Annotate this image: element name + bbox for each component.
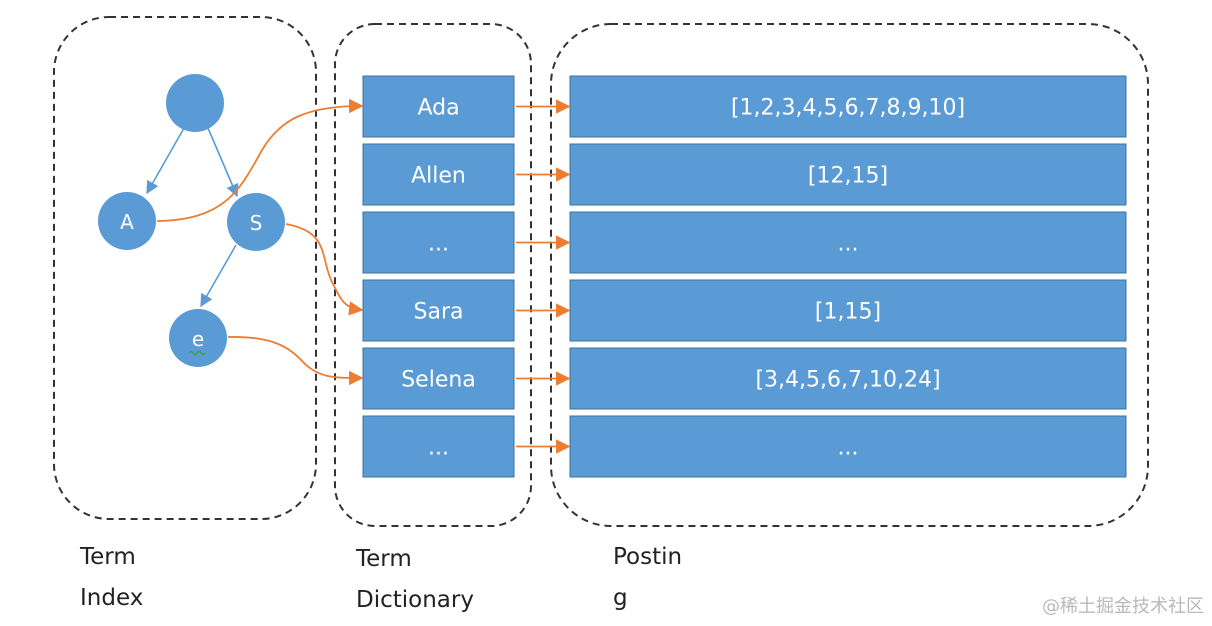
posting-list-box: [1,2,3,4,5,6,7,8,9,10] (569, 75, 1127, 138)
dictionary-term-box: Ada (362, 75, 515, 138)
posting-list-rect (569, 143, 1127, 206)
tree-node-root (166, 74, 224, 132)
posting-list-label: [3,4,5,6,7,10,24] (755, 368, 940, 393)
tree-edge-s-e (200, 244, 237, 308)
dictionary-term-label: ... (428, 436, 449, 461)
term-index-caption: Term Index (80, 537, 143, 619)
posting-list-rect (569, 211, 1127, 274)
term-index-caption-line2: Index (80, 585, 144, 611)
dictionary-term-label: ... (428, 232, 449, 257)
dictionary-term-rect (362, 415, 515, 478)
posting-list-label: [12,15] (808, 164, 888, 189)
posting-list-box: [3,4,5,6,7,10,24] (569, 347, 1127, 410)
posting-list-box: [12,15] (569, 143, 1127, 206)
dictionary-term-rect (362, 211, 515, 274)
dictionary-term-rect (362, 75, 515, 138)
posting-list-rect (569, 347, 1127, 410)
posting-list-label: ... (838, 232, 859, 257)
tree-node-s-label: S (250, 211, 263, 235)
tree-node-e-label: e (192, 327, 204, 351)
dictionary-term-box: ... (362, 415, 515, 478)
dictionary-term-rect (362, 347, 515, 410)
term-index-caption-line1: Term (80, 544, 136, 570)
dictionary-term-label: Ada (417, 96, 459, 121)
posting-list-rect (569, 75, 1127, 138)
dictionary-term-label: Selena (401, 368, 476, 393)
tree-node-s: S (227, 193, 285, 251)
watermark: @稀土掘金技术社区 (1042, 596, 1204, 617)
link-a-to-ada (156, 98, 364, 222)
posting-caption-line1: Postin (613, 544, 683, 570)
tree-edge-root-a (146, 127, 185, 195)
term-dictionary-caption: Term Dictionary (356, 539, 474, 621)
posting-caption-line2: g (613, 585, 628, 611)
dictionary-to-posting-arrows (516, 99, 571, 454)
posting-caption: Postin g (613, 537, 682, 619)
term-dictionary-caption-line2: Dictionary (356, 587, 474, 613)
term-dictionary-group (334, 23, 532, 527)
dictionary-term-label: Allen (411, 164, 466, 189)
term-index-group (53, 16, 317, 520)
dictionary-term-box: Selena (362, 347, 515, 410)
spellcheck-squiggle (188, 350, 206, 356)
posting-list-label: ... (838, 436, 859, 461)
tree-node-a: A (98, 192, 156, 250)
posting-list-box: ... (569, 415, 1127, 478)
posting-list-label: [1,15] (815, 300, 881, 325)
posting-list-box: ... (569, 211, 1127, 274)
posting-list-rect (569, 279, 1127, 342)
dictionary-term-rect (362, 279, 515, 342)
link-s-to-sara (285, 223, 364, 316)
dictionary-term-box: Allen (362, 143, 515, 206)
tree-node-a-label: A (120, 210, 134, 234)
posting-group (550, 23, 1149, 527)
tree-node-e: e (169, 309, 227, 367)
link-e-to-selena (227, 336, 364, 386)
dictionary-term-box: Sara (362, 279, 515, 342)
dictionary-term-rect (362, 143, 515, 206)
dictionary-term-label: Sara (414, 300, 464, 325)
posting-list-box: [1,15] (569, 279, 1127, 342)
posting-list: [1,2,3,4,5,6,7,8,9,10] [12,15]... [1,15] [3… (569, 75, 1127, 478)
dictionary-term-box: ... (362, 211, 515, 274)
posting-list-label: [1,2,3,4,5,6,7,8,9,10] (731, 96, 965, 121)
tree-edge-root-s (207, 127, 239, 198)
term-dictionary-caption-line1: Term (356, 546, 412, 572)
